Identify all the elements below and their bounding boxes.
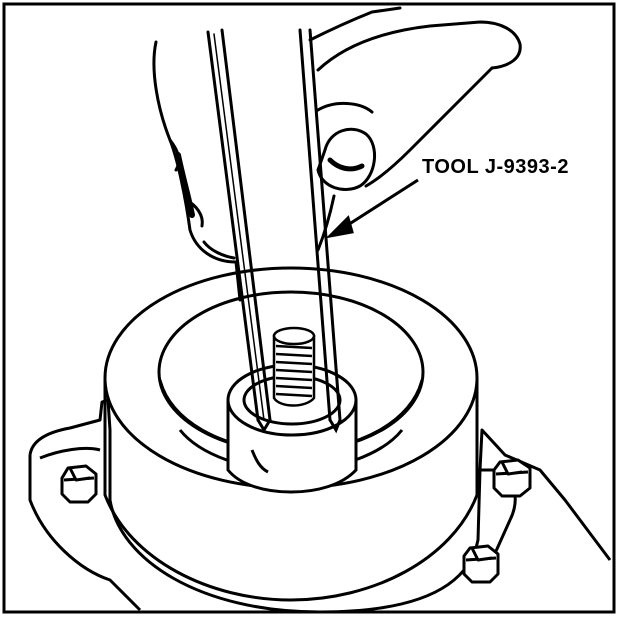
bolt-left <box>60 464 98 504</box>
threaded-shaft <box>272 326 316 407</box>
tool-callout-label: TOOL J-9393-2 <box>422 156 569 178</box>
bolt-right-upper <box>492 458 532 498</box>
hand <box>152 6 522 302</box>
tool-j9393-2 <box>206 28 342 434</box>
bolt-right-lower <box>462 544 500 584</box>
callout-leader <box>325 178 419 239</box>
figure-border <box>2 2 616 614</box>
